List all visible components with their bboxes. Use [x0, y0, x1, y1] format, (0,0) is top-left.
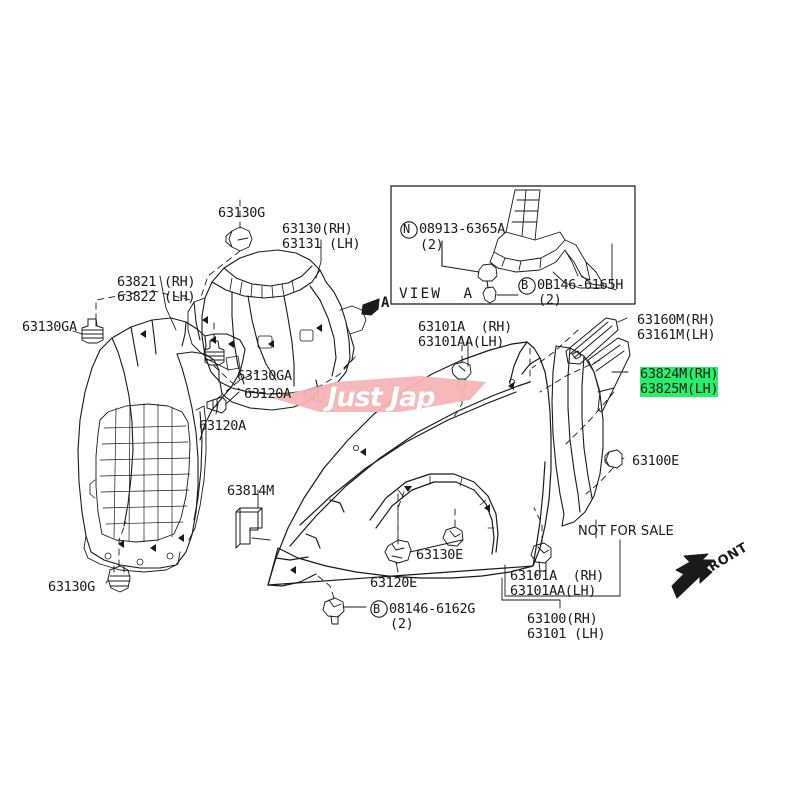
fender-center-dashes	[397, 347, 531, 547]
notforsale-bracket	[504, 539, 621, 597]
part-label-line: 63100E	[632, 453, 679, 469]
view-a-callout-n-number: 08913-6365A	[419, 221, 506, 237]
part-label-line: 63130E	[416, 547, 463, 563]
part-label-63130G: 63130G	[218, 206, 265, 221]
part-label-line: 63120E	[370, 575, 417, 591]
clip-63101a-bottom	[530, 542, 552, 572]
view-a-box	[390, 185, 636, 305]
view-a-leader-1	[441, 240, 480, 273]
part-label-line: 63101AA(LH)	[510, 583, 597, 599]
part-label-63130-63131: 63130(RH)63131 (LH)	[282, 221, 361, 252]
part-label-not-for-sale: NOT FOR SALE	[578, 524, 674, 539]
fender-arrowheads	[290, 382, 514, 574]
part-label-line: 63101A (RH)	[510, 568, 604, 584]
part-label-line: 63120A	[244, 386, 291, 402]
part-label-63120A: 63120A	[244, 387, 291, 402]
part-label-line: NOT FOR SALE	[578, 524, 674, 539]
clip-63130ga-left	[81, 318, 104, 344]
part-label-63101A-63101AA: 63101A (RH)63101AA(LH)	[418, 320, 512, 350]
part-label-63160M-63161M: 63160M(RH)63161M(LH)	[637, 312, 716, 343]
part-label-63120A: 63120A	[199, 419, 246, 434]
part-label-63130E: 63130E	[416, 548, 463, 563]
callout-circle-b-165h	[518, 277, 536, 295]
view-a-pointer	[361, 298, 380, 316]
bolt-callout-number: 08146-6162G	[389, 601, 476, 617]
part-label-line: 63161M(LH)	[637, 327, 716, 343]
front-arrow-icon	[671, 553, 715, 599]
part-label-line: 63120A	[199, 418, 246, 434]
part-label-63130G: 63130G	[48, 580, 95, 595]
clip-63130g-top	[225, 226, 253, 252]
callout-circle-n	[400, 221, 418, 239]
part-63814m-bracket	[235, 507, 263, 549]
view-a-callout-n-qty: (2)	[420, 237, 444, 253]
part-label-line: 63822 (LH)	[117, 289, 196, 305]
view-a-callout-b-number: 0B146-6165H	[537, 277, 624, 293]
part-label-63821-63822: 63821 (RH)63822 (LH)	[117, 274, 196, 305]
callout-prefix-b-6162g-icon: B	[373, 602, 380, 616]
clip-63130g-bottom	[107, 565, 131, 593]
part-63100-front-fender	[267, 341, 552, 587]
watermark: Just Jap	[276, 378, 486, 420]
part-label-63824M-63825M: 63824M(RH)63825M(LH)	[640, 366, 719, 397]
part-label-line: 63101A (RH)	[418, 319, 512, 335]
part-label-63100E: 63100E	[632, 454, 679, 469]
part-label-line: 63824M(RH)	[640, 366, 719, 382]
part-label-line: 63160M(RH)	[637, 312, 716, 328]
clip-63130e	[442, 526, 464, 547]
view-a-marker: A	[381, 295, 390, 311]
part-63821-fender-liner-left	[77, 317, 246, 573]
part-label-63814M: 63814M	[227, 484, 274, 499]
part-label-line: 63130G	[48, 579, 95, 595]
part-label-63130GA: 63130GA	[22, 320, 77, 335]
part-label-line: 63101 (LH)	[527, 626, 606, 642]
part-label-line: 63130(RH)	[282, 221, 353, 237]
part-label-63101A-63101AA: 63101A (RH)63101AA(LH)	[510, 569, 604, 599]
fasteners	[81, 226, 623, 625]
callout-prefix-n-icon: N	[403, 222, 410, 236]
part-label-63100-63101: 63100(RH)63101 (LH)	[527, 611, 606, 642]
liner-mid-arrowheads	[202, 316, 322, 348]
part-label-line: 63825M(LH)	[640, 381, 719, 397]
part-label-line: 63821 (RH)	[117, 274, 196, 290]
watermark-banner	[272, 376, 486, 412]
bolt-callout-qty: (2)	[390, 616, 414, 632]
part-label-line: 63130GA	[237, 368, 292, 384]
part-label-63120E: 63120E	[370, 576, 417, 591]
liner-left-arrowheads	[118, 330, 216, 552]
view-a-callout-b-qty: (2)	[538, 292, 562, 308]
view-a-caption: VIEW A	[399, 286, 475, 302]
clip-63100e	[604, 449, 623, 469]
watermark-text: Just Jap	[327, 382, 435, 413]
view-a-clip-2	[482, 286, 497, 304]
part-label-line: 63100(RH)	[527, 611, 598, 627]
part-label-63130GA: 63130GA	[237, 369, 292, 384]
callout-prefix-b-icon: B	[521, 278, 528, 292]
clip-63120e	[384, 539, 412, 564]
view-a-grille	[505, 189, 541, 241]
part-label-line: 63814M	[227, 483, 274, 499]
part-label-line: 63131 (LH)	[282, 236, 361, 252]
part-label-line: 63130G	[218, 205, 265, 221]
part-rear-pillar-panel	[551, 345, 604, 527]
part-label-line: 63101AA(LH)	[418, 334, 505, 350]
leader-lines	[72, 237, 629, 609]
view-a-bracket	[489, 231, 617, 291]
bolt-08146-6162g	[322, 597, 345, 625]
part-label-line: 63130GA	[22, 319, 77, 335]
view-a-clip-1	[477, 263, 498, 282]
part-63160m-moulding	[565, 317, 619, 365]
